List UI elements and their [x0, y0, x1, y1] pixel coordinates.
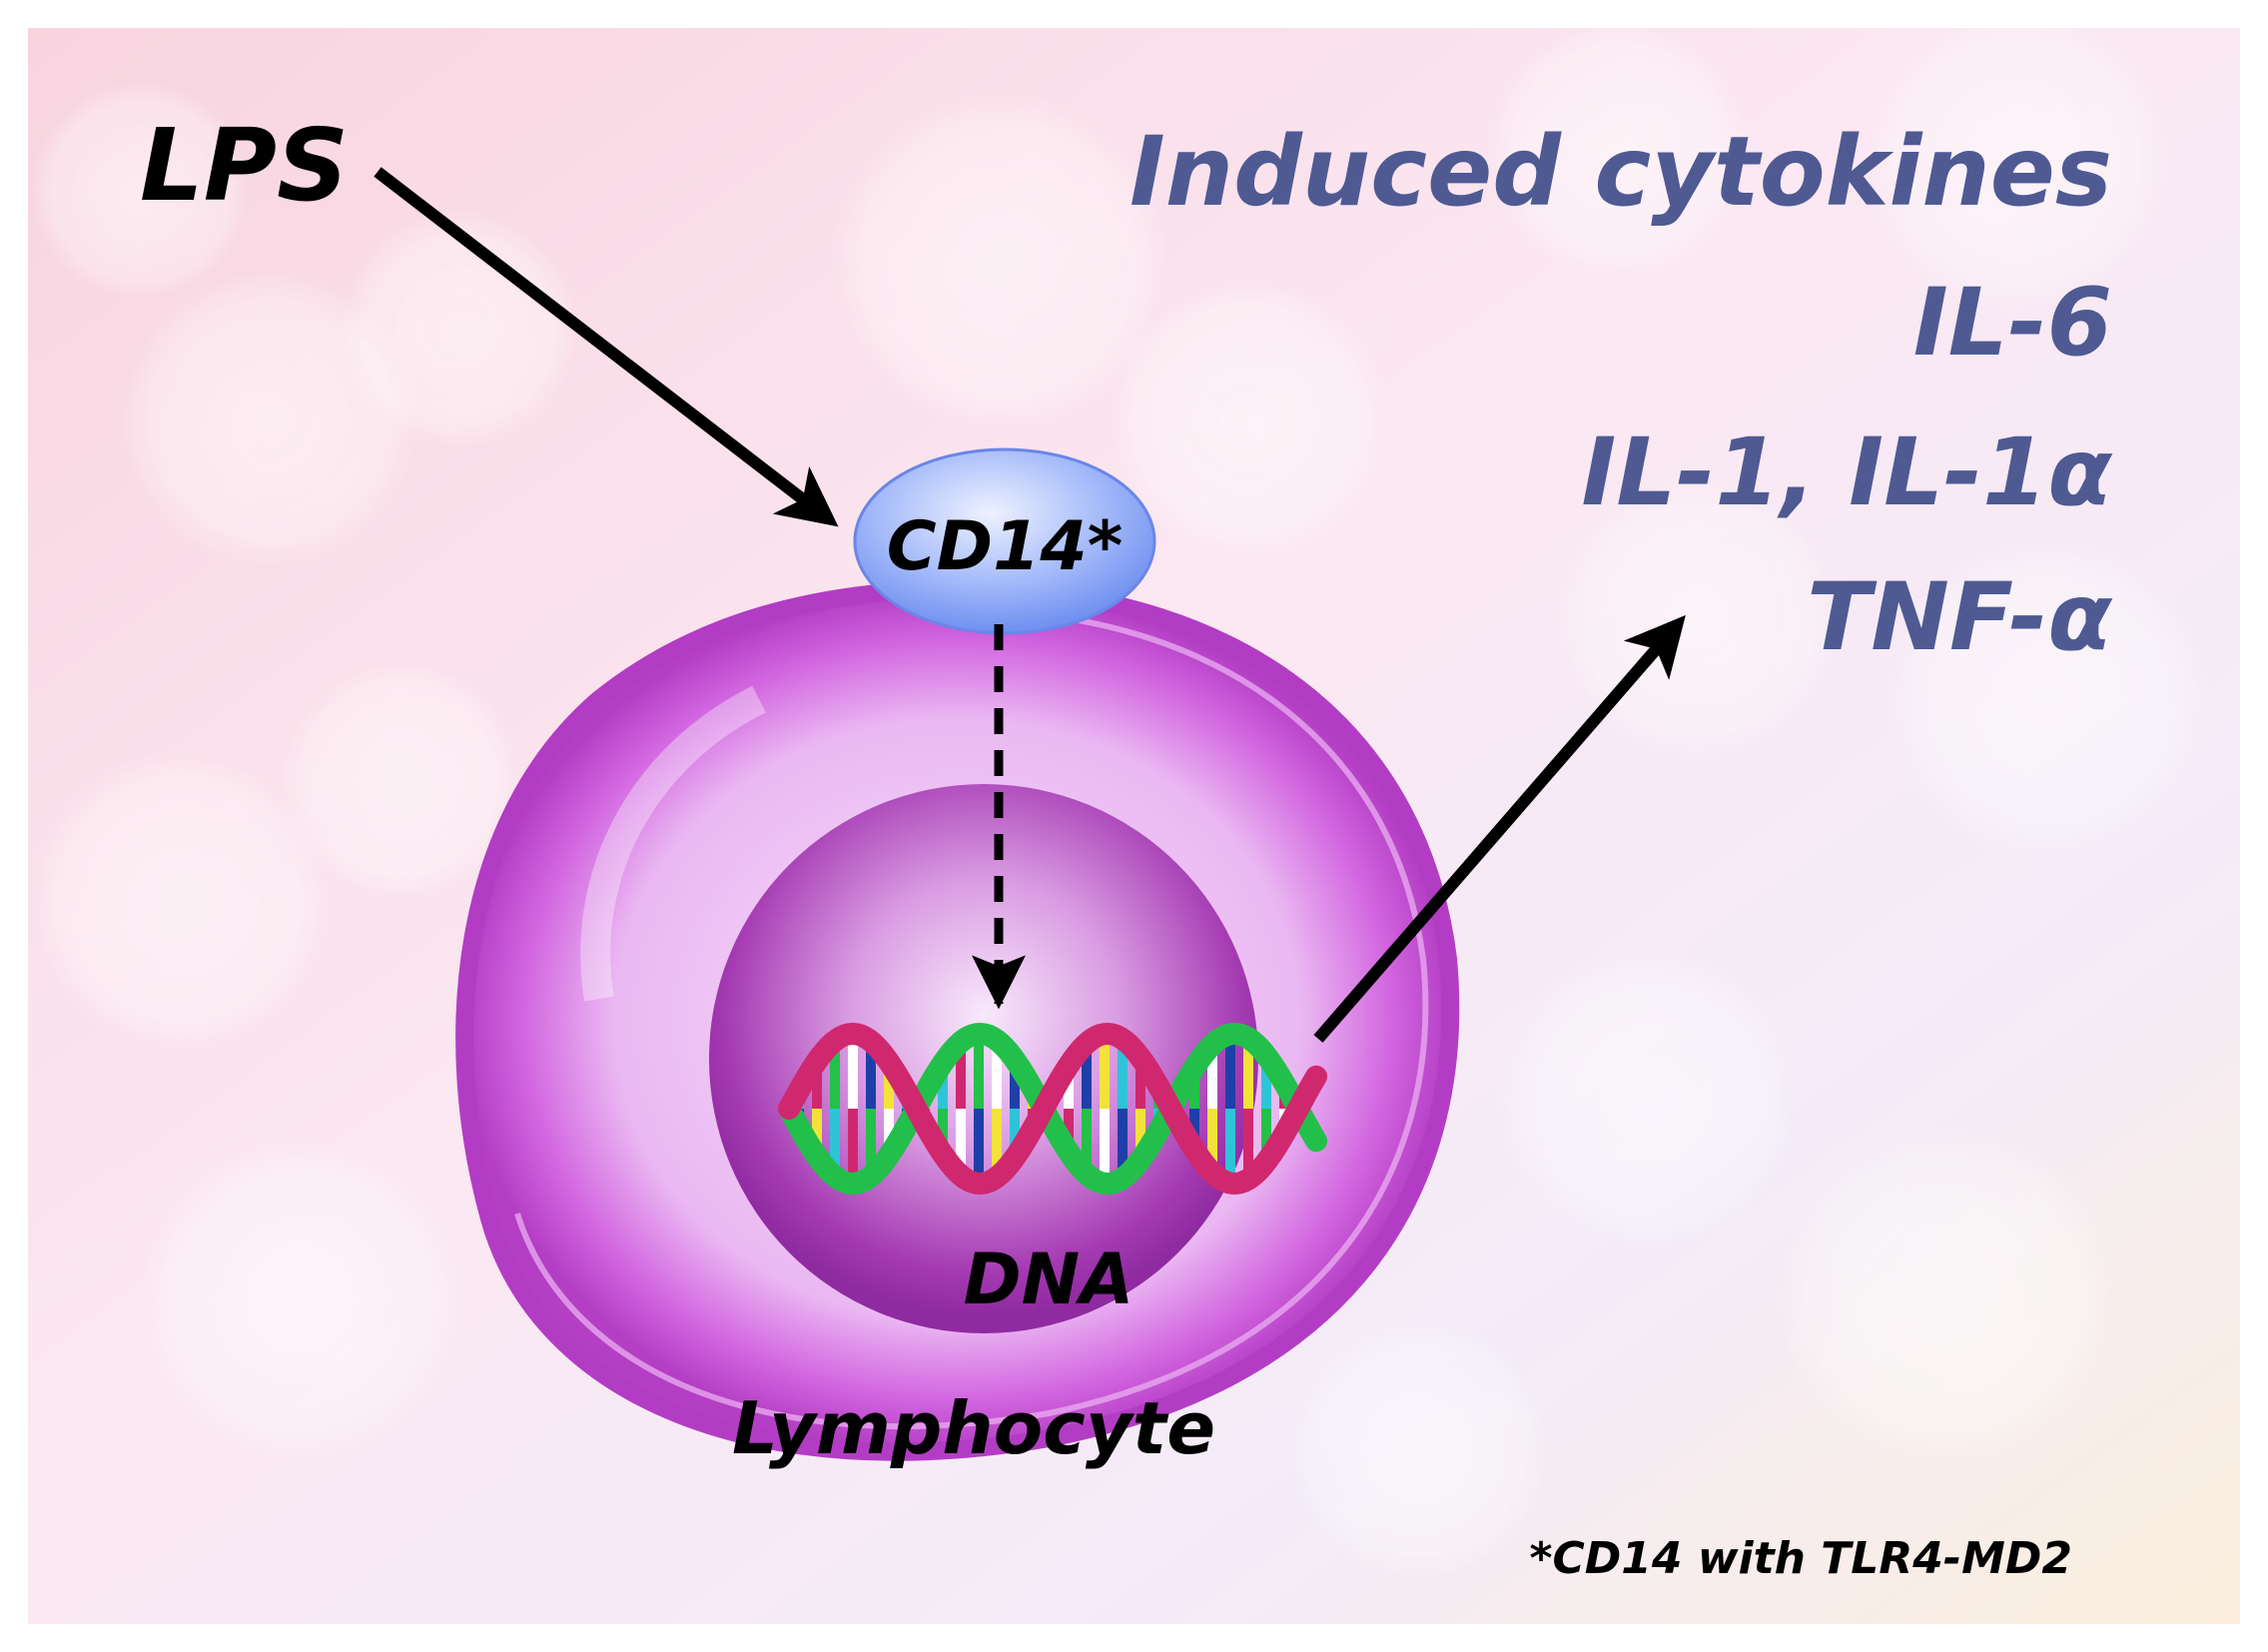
- dna-label: DNA: [964, 1239, 1134, 1320]
- dna-helix-icon: [778, 1022, 1327, 1196]
- cytokine-item-3: TNF-α: [1807, 563, 2113, 672]
- lps-arrow: [374, 167, 839, 527]
- cytokines-title: Induced cytokines: [1130, 116, 2112, 228]
- footnote: *CD14 with TLR4-MD2: [1529, 1533, 2072, 1584]
- cytokine-item-1: IL-6: [1913, 269, 2112, 378]
- cell-label: Lymphocyte: [732, 1386, 1215, 1470]
- cd14-receptor-icon: [853, 447, 1156, 635]
- receptor-label: CD14*: [887, 507, 1124, 586]
- cytokine-item-2: IL-1, IL-1α: [1581, 418, 2113, 527]
- bokeh-circles: [30, 10, 2207, 1578]
- dna-strand-green: [778, 1022, 1327, 1196]
- cytokine-output-arrow: [1313, 614, 1686, 1043]
- dna-strand-magenta: [778, 1022, 1327, 1196]
- lps-label: LPS: [140, 107, 349, 224]
